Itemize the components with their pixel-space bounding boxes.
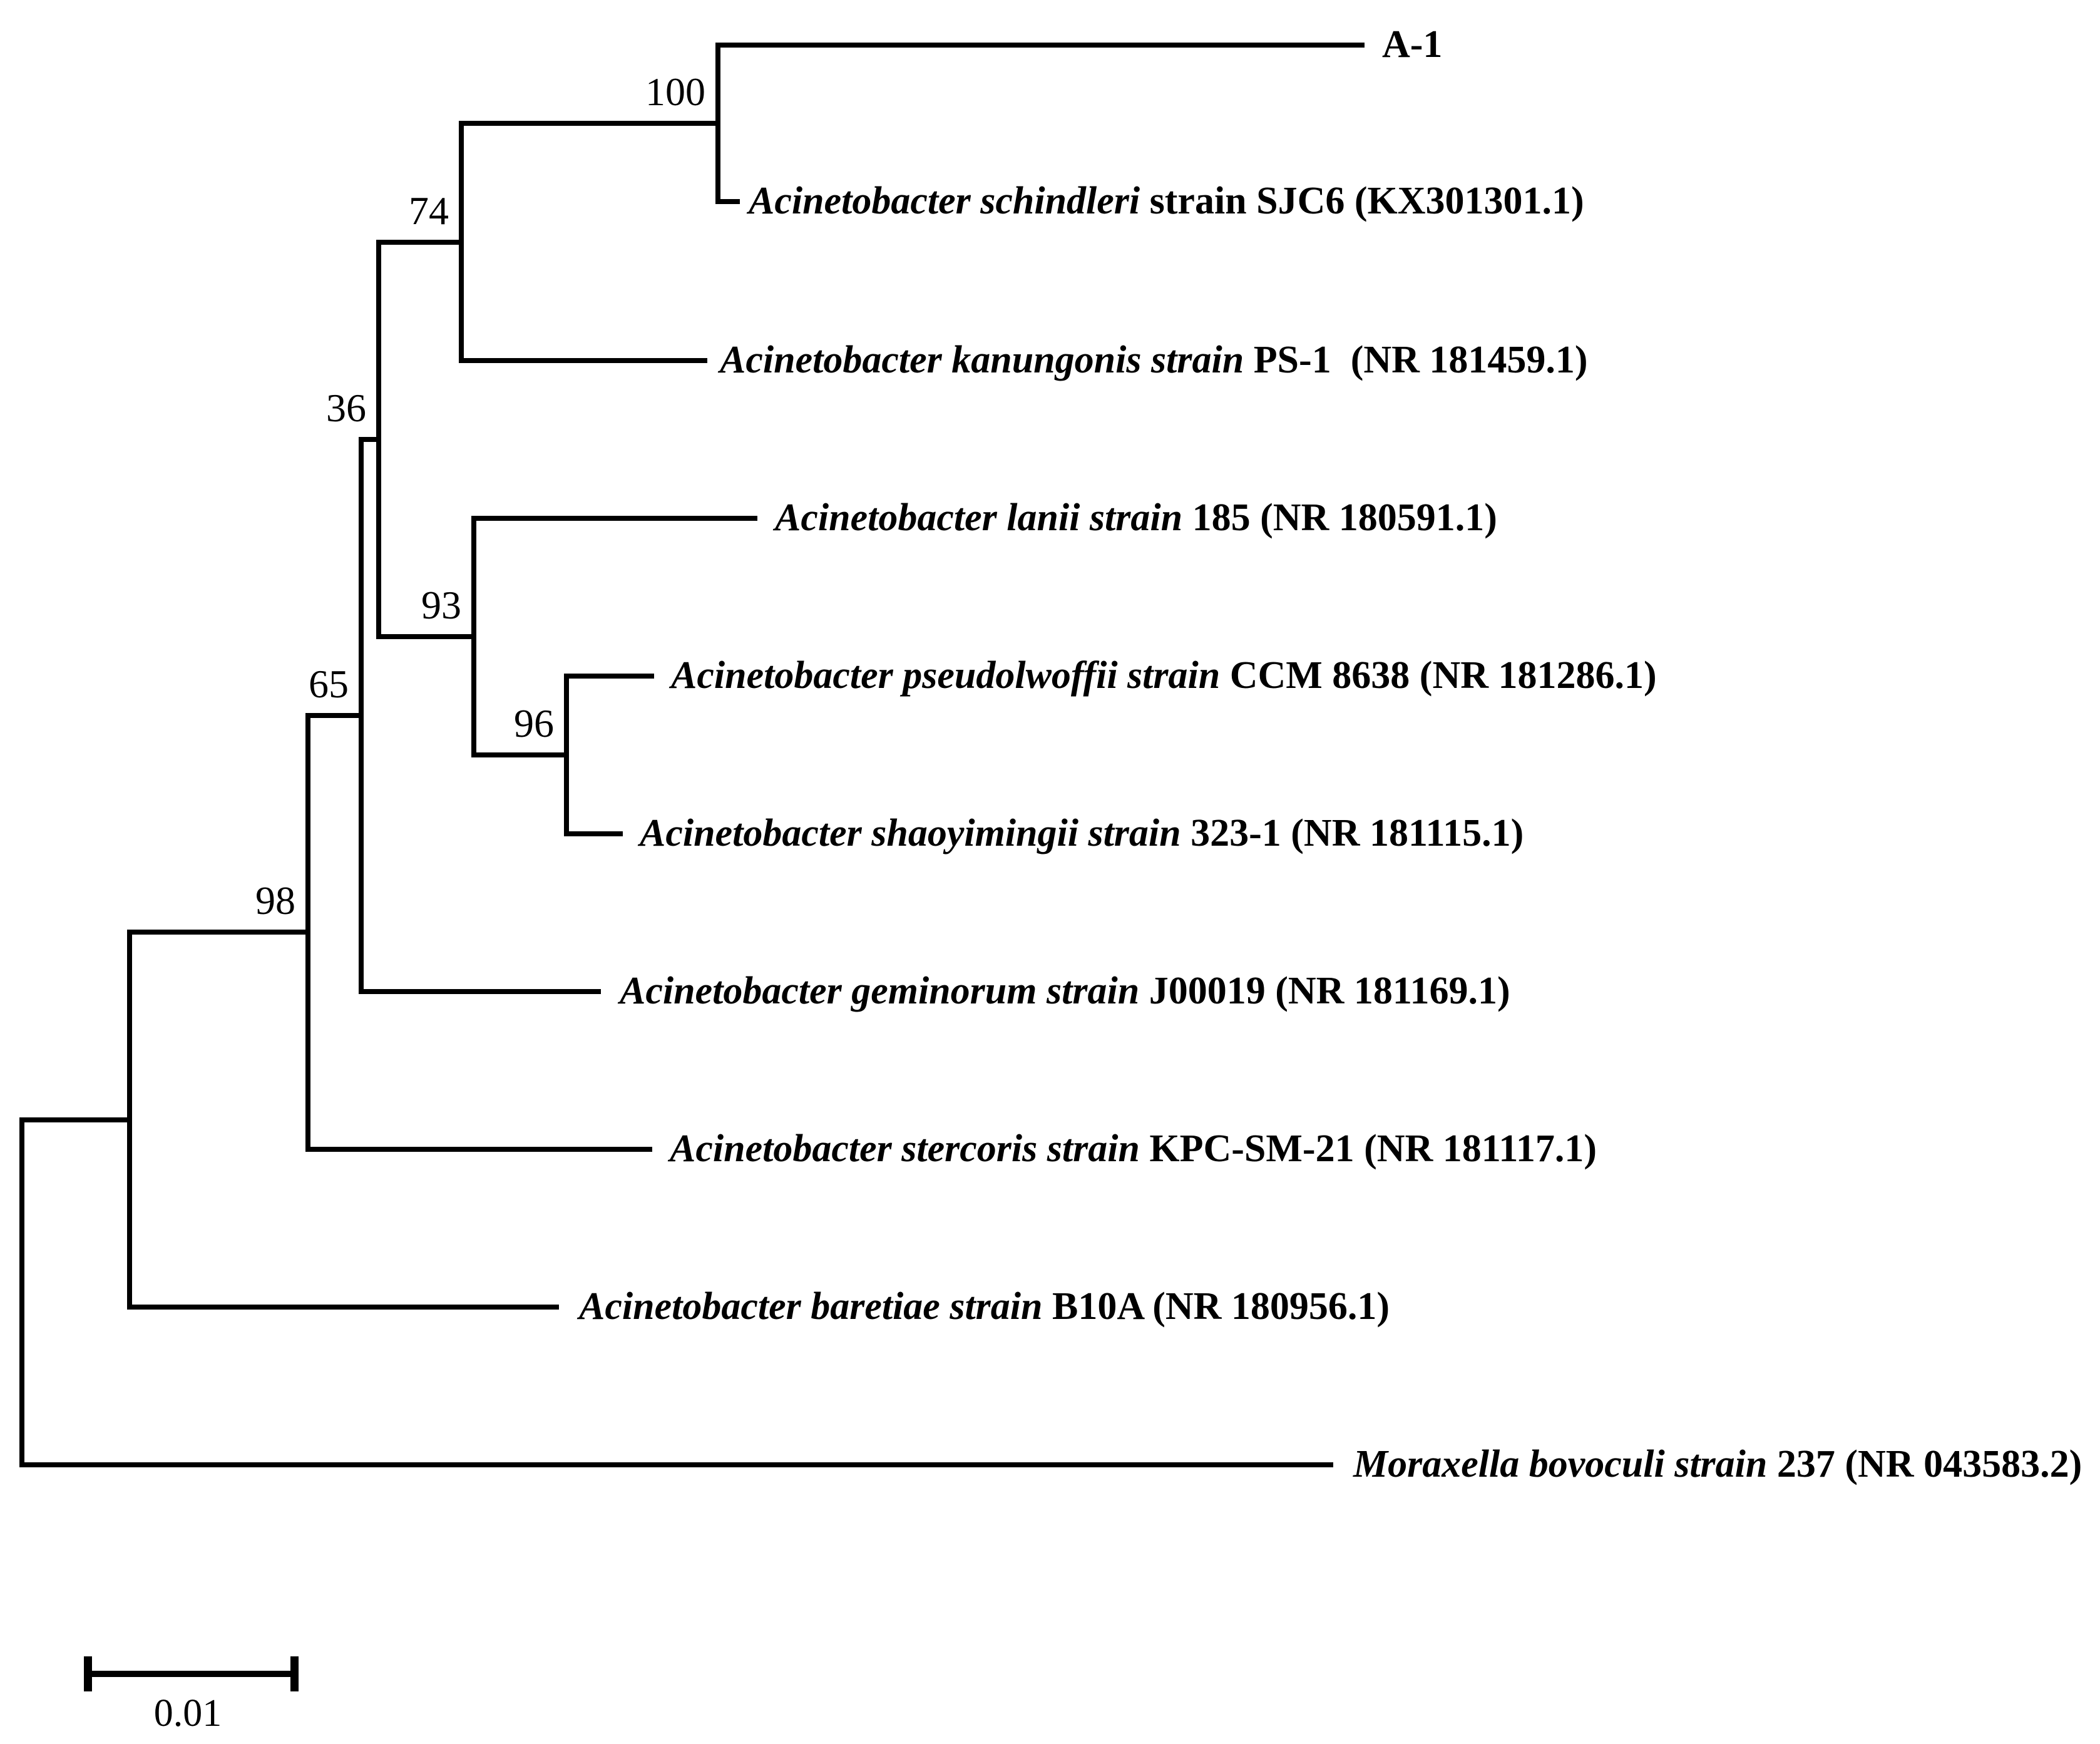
branch-line-horizontal-node-74	[376, 239, 461, 245]
taxon-name-italic: Acinetobacter lanii strain	[775, 496, 1183, 539]
branch-line-vertical-node-96	[564, 674, 569, 836]
taxon-label-a1: A-1	[1382, 25, 1442, 64]
branch-line-horizontal-schindleri	[715, 199, 740, 204]
taxon-label-baretiae: Acinetobacter baretiae strain B10A (NR 1…	[579, 1287, 1390, 1326]
taxon-name-roman: PS-1 (NR 181459.1)	[1244, 338, 1588, 381]
scale-bar-label: 0.01	[153, 1692, 222, 1735]
scale-bar-left-tick	[83, 1656, 92, 1691]
taxon-name-roman: 185 (NR 180591.1)	[1182, 496, 1497, 539]
bootstrap-label-node-98: 98	[255, 878, 295, 923]
branch-line-horizontal-node-36	[359, 436, 379, 442]
taxon-name-roman: 323-1 (NR 181115.1)	[1181, 811, 1524, 854]
taxon-label-lanii: Acinetobacter lanii strain 185 (NR 18059…	[775, 498, 1497, 537]
taxon-label-moraxella: Moraxella bovoculi strain 237 (NR 043583…	[1353, 1445, 2082, 1484]
taxon-name-roman: J00019 (NR 181169.1)	[1139, 969, 1510, 1012]
branch-line-horizontal-node-65	[305, 712, 361, 718]
taxon-name-roman: A-1	[1382, 23, 1443, 66]
branch-line-vertical-root	[19, 1117, 24, 1467]
branch-line-vertical-node-93	[471, 516, 476, 757]
bootstrap-label-node-65: 65	[309, 661, 349, 706]
branch-line-vertical-node-65	[359, 436, 364, 994]
branch-line-horizontal-a1	[715, 43, 1365, 48]
branch-line-vertical-node-b	[127, 930, 132, 1310]
branch-line-horizontal-node-98	[127, 930, 308, 935]
bootstrap-label-node-74: 74	[409, 188, 449, 233]
taxon-name-italic: Acinetobacter pseudolwoffii strain	[671, 654, 1221, 697]
taxon-name-italic: Acinetobacter kanungonis strain	[720, 338, 1244, 381]
taxon-name-italic: Acinetobacter shaoyimingii strain	[640, 811, 1181, 854]
taxon-label-stercoris: Acinetobacter stercoris strain KPC-SM-21…	[670, 1129, 1597, 1168]
taxon-name-italic: Acinetobacter stercoris strain	[670, 1127, 1140, 1170]
bootstrap-label-node-100: 100	[645, 69, 705, 114]
scale-bar-line	[88, 1671, 294, 1677]
branch-line-horizontal-pseudolwoffii	[564, 674, 654, 679]
taxon-label-geminorum: Acinetobacter geminorum strain J00019 (N…	[620, 972, 1510, 1010]
taxon-name-roman: KPC-SM-21 (NR 181117.1)	[1139, 1127, 1597, 1170]
branch-line-horizontal-node-b	[19, 1117, 130, 1122]
branch-line-horizontal-baretiae	[127, 1305, 559, 1310]
branch-line-horizontal-node-93	[376, 634, 474, 639]
branch-line-vertical-node-98	[305, 712, 310, 1152]
branch-line-vertical-node-36	[376, 239, 381, 639]
scale-bar-right-tick	[290, 1656, 299, 1691]
branch-line-vertical-node-74	[459, 121, 464, 363]
branch-line-horizontal-node-100	[459, 121, 718, 126]
taxon-name-italic: Acinetobacter baretiae strain	[579, 1285, 1043, 1328]
bootstrap-label-node-93: 93	[421, 583, 461, 627]
taxon-name-roman: B10A (NR 180956.1)	[1042, 1285, 1390, 1328]
branch-line-horizontal-lanii	[471, 516, 757, 521]
branch-line-horizontal-shaoyimingii	[564, 831, 623, 836]
taxon-name-italic: Moraxella bovoculi strain	[1353, 1442, 1768, 1485]
taxon-name-italic: Acinetobacter geminorum strain	[620, 969, 1140, 1012]
taxon-name-roman: strain SJC6 (KX301301.1)	[1140, 179, 1584, 222]
branch-line-vertical-node-100	[715, 43, 720, 204]
taxon-name-roman: 237 (NR 043583.2)	[1767, 1442, 2082, 1485]
taxon-label-pseudolwoffii: Acinetobacter pseudolwoffii strain CCM 8…	[671, 656, 1657, 695]
bootstrap-label-node-96: 96	[514, 701, 554, 746]
branch-line-horizontal-geminorum	[359, 989, 601, 994]
branch-line-horizontal-kanungonis	[459, 358, 707, 363]
taxon-name-roman: CCM 8638 (NR 181286.1)	[1220, 654, 1657, 697]
taxon-label-kanungonis: Acinetobacter kanungonis strain PS-1 (NR…	[720, 341, 1588, 379]
taxon-label-shaoyimingii: Acinetobacter shaoyimingii strain 323-1 …	[640, 814, 1524, 853]
taxon-name-italic: Acinetobacter schindleri	[749, 179, 1140, 222]
bootstrap-label-node-36: 36	[326, 385, 366, 430]
branch-line-horizontal-stercoris	[305, 1147, 652, 1152]
branch-line-horizontal-moraxella	[19, 1462, 1333, 1467]
branch-line-horizontal-node-96	[471, 752, 566, 757]
taxon-label-schindleri: Acinetobacter schindleri strain SJC6 (KX…	[749, 182, 1584, 220]
